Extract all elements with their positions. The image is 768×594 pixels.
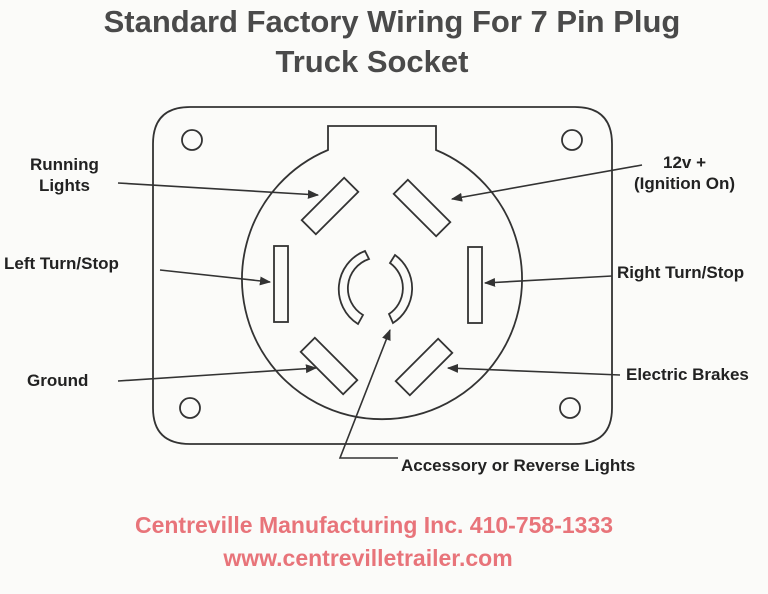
label-ground: Ground: [27, 371, 89, 390]
label-ignition-line1: 12v +: [663, 153, 707, 172]
arrow-electric-brakes: [446, 363, 621, 376]
label-ignition-line2: (Ignition On): [634, 174, 736, 193]
pin-ground: [299, 336, 359, 396]
arrow-right-turn: [483, 275, 613, 287]
label-left-turn: Left Turn/Stop: [4, 254, 119, 273]
pin-running-lights: [300, 176, 360, 236]
label-electric-brakes: Electric Brakes: [626, 365, 749, 384]
label-running-lights: Running Lights: [30, 154, 99, 196]
pin-ignition: [392, 178, 452, 238]
page-title: Standard Factory Wiring For 7 Pin Plug: [103, 4, 681, 39]
center-pin-left: [337, 249, 371, 326]
pin-electric-brakes: [394, 337, 454, 397]
arrow-left-turn: [159, 269, 272, 286]
socket-body: [241, 125, 523, 421]
mounting-hole-top-left: [181, 129, 203, 151]
label-accessory: Accessory or Reverse Lights: [401, 456, 636, 475]
label-right-turn: Right Turn/Stop: [617, 263, 745, 282]
pin-left-turn: [273, 245, 289, 323]
arrow-running-lights: [117, 182, 320, 199]
label-running-lights-line2: Lights: [38, 176, 90, 195]
mounting-hole-bottom-left: [179, 397, 201, 419]
center-pin-right: [387, 253, 414, 325]
mounting-hole-bottom-right: [559, 397, 581, 419]
mounting-hole-top-right: [561, 129, 583, 151]
arrow-ignition: [450, 164, 643, 202]
arrow-ground: [117, 364, 318, 382]
company-name: Centreville Manufacturing Inc. 410-758-1…: [134, 512, 614, 538]
arrow-accessory: [338, 328, 398, 459]
website-url: www.centrevilletrailer.com: [223, 545, 513, 571]
label-running-lights-line1: Running: [30, 155, 99, 174]
page-subtitle: Truck Socket: [275, 44, 469, 79]
pin-right-turn: [467, 246, 483, 324]
mounting-plate: [152, 106, 613, 445]
label-ignition: 12v + (Ignition On): [634, 152, 735, 194]
